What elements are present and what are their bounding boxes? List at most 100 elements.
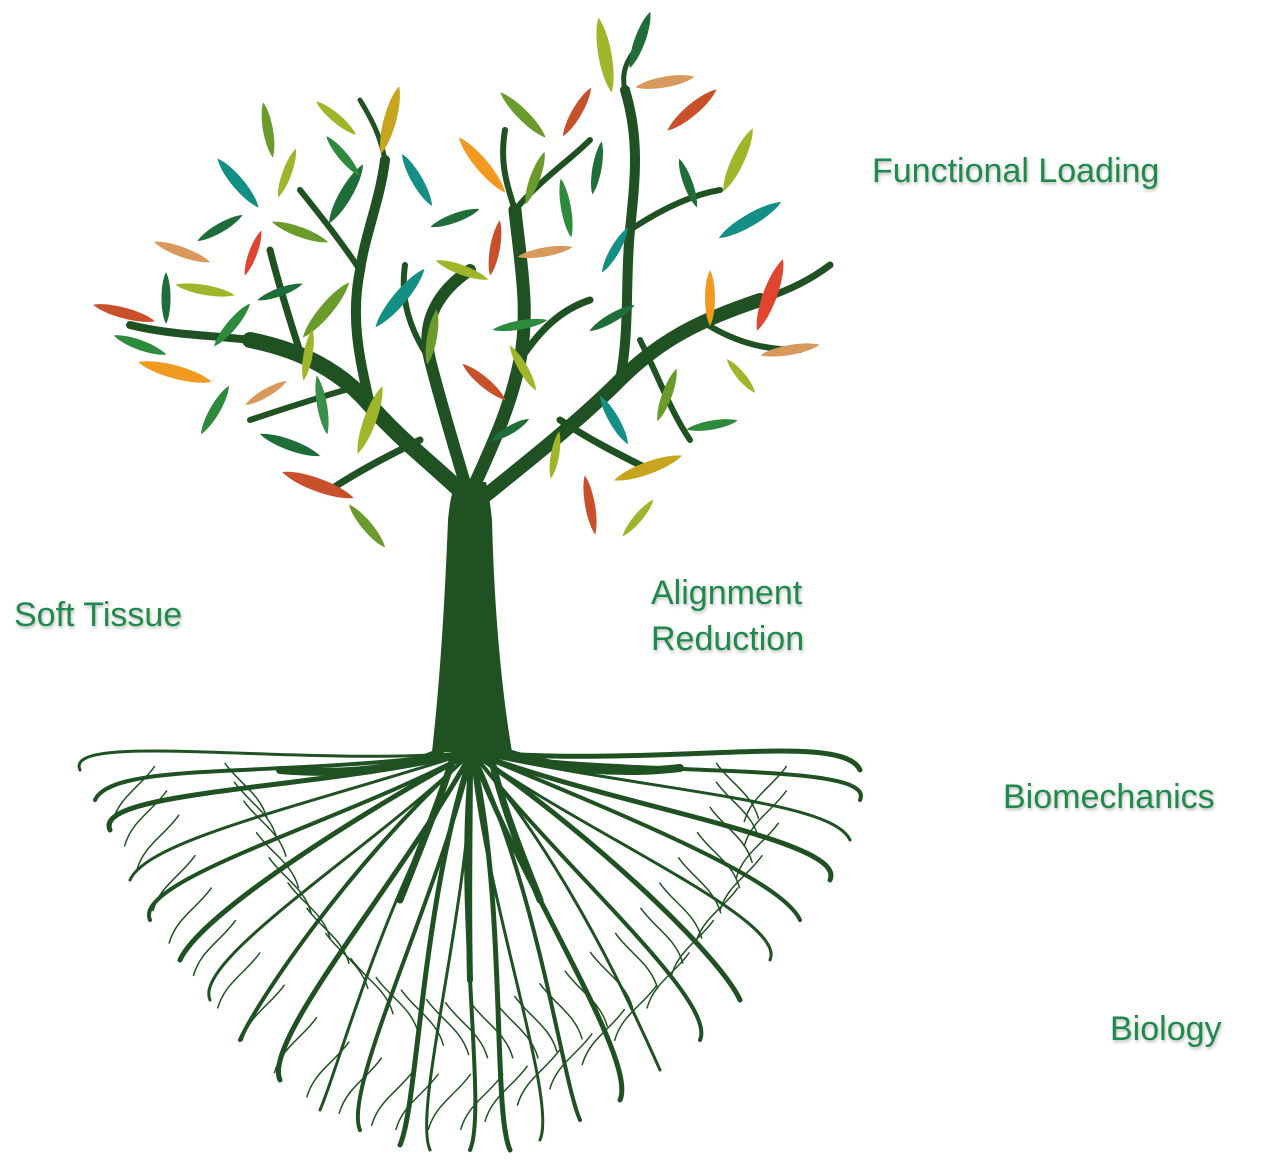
root [338, 1057, 383, 1114]
leaf [723, 356, 759, 396]
root [395, 1073, 439, 1131]
branch [266, 246, 304, 356]
root [495, 1001, 539, 1059]
root [177, 749, 475, 963]
root [658, 882, 703, 939]
leaf [595, 393, 633, 447]
root [469, 749, 743, 1003]
leaf [298, 278, 354, 342]
root [123, 790, 168, 847]
root [589, 951, 634, 1009]
leaf [273, 147, 301, 199]
root [255, 831, 300, 889]
branch [556, 416, 654, 474]
leaf [558, 85, 596, 139]
root [427, 1073, 472, 1131]
leaf [195, 211, 245, 245]
root [743, 790, 788, 847]
alignment-label: Alignment [651, 574, 803, 612]
root [146, 750, 474, 922]
branch [500, 127, 518, 213]
branch [326, 436, 424, 494]
root [581, 1008, 626, 1066]
root [539, 983, 583, 1040]
root [486, 748, 544, 904]
leaf [111, 330, 169, 360]
leaf [323, 161, 369, 227]
alignment-reduction-label: Alignment Reduction [651, 570, 804, 662]
branch [247, 387, 348, 423]
branch [297, 187, 363, 273]
root [469, 1001, 514, 1059]
branch [697, 317, 803, 353]
leaf [136, 355, 214, 389]
root [350, 957, 394, 1015]
leaf [240, 229, 266, 277]
root [318, 750, 474, 1112]
root [614, 932, 659, 990]
branch [357, 97, 388, 163]
leaf [555, 177, 577, 239]
leaf [243, 377, 289, 409]
leaf [429, 204, 481, 232]
root [470, 750, 704, 1042]
root [276, 748, 444, 776]
leaf [313, 97, 359, 139]
root [217, 952, 261, 1009]
functional-loading-label: Functional Loading [872, 152, 1160, 190]
leaf [397, 151, 437, 209]
root [370, 1069, 415, 1127]
leaf [258, 429, 322, 461]
soft-tissue-label: Soft Tissue [14, 596, 183, 634]
leaf [685, 416, 739, 434]
root [516, 1049, 561, 1106]
root [514, 995, 558, 1053]
leaf [345, 501, 389, 551]
root [469, 749, 625, 1103]
leaf [591, 16, 619, 94]
leaf [311, 374, 333, 436]
leaf [270, 217, 330, 247]
branch [350, 155, 390, 410]
root [238, 750, 474, 1042]
leaf [161, 272, 171, 324]
branches [126, 42, 834, 508]
root [670, 919, 715, 977]
root [709, 806, 753, 864]
root [306, 1041, 350, 1098]
leaf [485, 219, 505, 277]
root [501, 748, 684, 776]
root [192, 919, 237, 977]
root [613, 984, 658, 1042]
reduction-label: Reduction [651, 620, 805, 658]
root [375, 976, 419, 1034]
root [677, 857, 722, 914]
branch [400, 262, 433, 363]
root [400, 989, 445, 1046]
root [396, 748, 459, 904]
leaf [370, 264, 430, 332]
root [715, 781, 760, 838]
biomechanics-label: Biomechanics [1003, 778, 1215, 816]
branch [126, 321, 254, 344]
leaf [579, 474, 601, 536]
root [564, 970, 608, 1027]
root [241, 984, 285, 1042]
leaf [196, 383, 234, 437]
biology-label: Biology [1110, 1010, 1222, 1048]
leaf [213, 154, 263, 212]
root [640, 907, 684, 964]
root [743, 765, 788, 823]
branch [516, 296, 594, 364]
root [273, 1016, 318, 1074]
roots [77, 748, 863, 1153]
root [715, 762, 760, 820]
root [77, 749, 474, 772]
trunk [432, 482, 512, 752]
leaf [634, 71, 696, 93]
root [243, 800, 287, 857]
root [128, 750, 474, 882]
leaf [663, 85, 721, 135]
root [425, 998, 470, 1056]
